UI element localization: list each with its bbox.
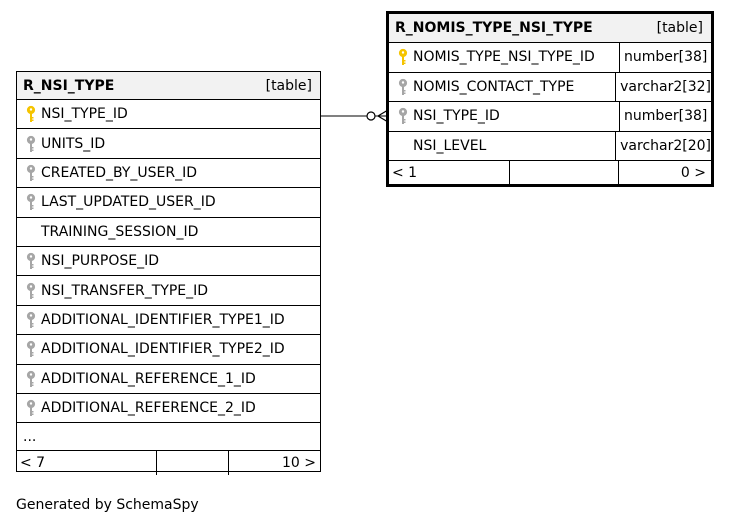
column-name: NSI_LEVEL <box>413 137 487 154</box>
table-footer: < 1 0 > <box>389 161 711 185</box>
column-row[interactable]: NOMIS_CONTACT_TYPE varchar2[32] <box>389 72 711 102</box>
foreign-key-icon <box>21 370 41 388</box>
children-count[interactable]: 0 > <box>618 161 711 185</box>
column-name-cell: NSI_TYPE_ID <box>17 100 320 128</box>
column-row[interactable]: ADDITIONAL_IDENTIFIER_TYPE1_ID <box>17 306 320 336</box>
parents-count[interactable]: < 1 <box>392 165 418 181</box>
column-name-cell: ADDITIONAL_IDENTIFIER_TYPE1_ID <box>17 306 320 334</box>
foreign-key-icon <box>21 164 41 182</box>
column-name-cell: ADDITIONAL_REFERENCE_2_ID <box>17 394 320 422</box>
column-name-cell: UNITS_ID <box>17 129 320 157</box>
column-row[interactable]: NSI_TYPE_ID number[38] <box>389 102 711 132</box>
foreign-key-icon <box>21 311 41 329</box>
column-name: NSI_TYPE_ID <box>41 106 128 123</box>
column-row[interactable]: ADDITIONAL_IDENTIFIER_TYPE2_ID <box>17 335 320 365</box>
column-name: ADDITIONAL_REFERENCE_1_ID <box>41 370 256 387</box>
foreign-key-icon <box>21 135 41 153</box>
column-row[interactable]: ADDITIONAL_REFERENCE_2_ID <box>17 394 320 424</box>
column-name: CREATED_BY_USER_ID <box>41 164 198 181</box>
column-row[interactable]: LAST_UPDATED_USER_ID <box>17 188 320 218</box>
row-count <box>156 451 228 476</box>
column-name: UNITS_ID <box>41 135 106 152</box>
table-r-nsi-type[interactable]: R_NSI_TYPE [table] NSI_TYPE_ID UNITS_ID CR… <box>16 71 321 476</box>
table-header: R_NSI_TYPE [table] <box>17 72 320 100</box>
table-footer: < 7 10 > <box>17 451 320 476</box>
column-name-cell: NOMIS_TYPE_NSI_TYPE_ID <box>389 43 619 72</box>
column-name: ADDITIONAL_IDENTIFIER_TYPE2_ID <box>41 341 285 358</box>
column-name-cell: NSI_TYPE_ID <box>389 102 619 131</box>
foreign-key-icon <box>393 78 413 96</box>
column-row[interactable]: TRAINING_SESSION_ID <box>17 218 320 247</box>
column-type: varchar2[32] <box>615 72 711 101</box>
no-key-slot <box>21 223 41 241</box>
table-name[interactable]: R_NSI_TYPE <box>23 77 115 94</box>
primary-key-icon <box>21 105 41 123</box>
column-name: ADDITIONAL_REFERENCE_2_ID <box>41 400 256 417</box>
column-name: NOMIS_TYPE_NSI_TYPE_ID <box>413 49 595 66</box>
table-header: R_NOMIS_TYPE_NSI_TYPE [table] <box>389 14 711 43</box>
column-type: number[38] <box>619 102 711 131</box>
foreign-key-icon <box>21 340 41 358</box>
column-name-cell: ADDITIONAL_IDENTIFIER_TYPE2_ID <box>17 335 320 363</box>
column-name-cell: ADDITIONAL_REFERENCE_1_ID <box>17 365 320 393</box>
table-kind: [table] <box>265 77 312 94</box>
primary-key-icon <box>393 48 413 66</box>
column-name: NSI_PURPOSE_ID <box>41 253 160 270</box>
column-name: TRAINING_SESSION_ID <box>41 223 199 240</box>
column-row[interactable]: UNITS_ID <box>17 129 320 159</box>
column-name-cell: TRAINING_SESSION_ID <box>17 218 320 246</box>
column-row[interactable]: NSI_PURPOSE_ID <box>17 247 320 277</box>
column-name-cell: LAST_UPDATED_USER_ID <box>17 188 320 216</box>
foreign-key-icon <box>393 107 413 125</box>
column-row[interactable]: ADDITIONAL_REFERENCE_1_ID <box>17 365 320 394</box>
column-row[interactable]: NSI_LEVEL varchar2[20] <box>389 131 711 161</box>
column-row[interactable]: CREATED_BY_USER_ID <box>17 159 320 189</box>
column-name: NSI_TRANSFER_TYPE_ID <box>41 282 209 299</box>
column-name: NOMIS_CONTACT_TYPE <box>413 78 575 95</box>
children-count[interactable]: 10 > <box>228 451 320 476</box>
table-kind: [table] <box>656 20 703 36</box>
column-name-cell: NSI_PURPOSE_ID <box>17 247 320 275</box>
column-name-cell: NSI_TRANSFER_TYPE_ID <box>17 276 320 304</box>
column-name-cell: CREATED_BY_USER_ID <box>17 159 320 187</box>
foreign-key-icon <box>21 193 41 211</box>
column-row[interactable]: NSI_TYPE_ID <box>17 100 320 130</box>
foreign-key-icon <box>21 252 41 270</box>
table-name[interactable]: R_NOMIS_TYPE_NSI_TYPE <box>395 20 593 36</box>
column-name-cell: NOMIS_CONTACT_TYPE <box>389 73 615 102</box>
column-name: LAST_UPDATED_USER_ID <box>41 194 216 211</box>
generator-caption: Generated by SchemaSpy <box>16 497 199 513</box>
column-row[interactable]: NOMIS_TYPE_NSI_TYPE_ID number[38] <box>389 43 711 73</box>
column-name: NSI_TYPE_ID <box>413 108 500 125</box>
column-type: varchar2[20] <box>615 131 711 160</box>
column-name: ADDITIONAL_IDENTIFIER_TYPE1_ID <box>41 311 285 328</box>
row-count <box>509 161 618 185</box>
parents-count[interactable]: < 7 <box>20 455 46 472</box>
column-name-cell: NSI_LEVEL <box>389 132 615 161</box>
foreign-key-icon <box>21 399 41 417</box>
zero-optional-marker <box>366 111 376 121</box>
column-row[interactable]: NSI_TRANSFER_TYPE_ID <box>17 276 320 306</box>
no-key-slot <box>393 137 413 155</box>
column-type: number[38] <box>619 43 711 72</box>
foreign-key-icon <box>21 282 41 300</box>
table-r-nomis-type-nsi-type[interactable]: R_NOMIS_TYPE_NSI_TYPE [table] NOMIS_TYPE… <box>386 11 714 187</box>
more-columns-indicator: ... <box>17 423 320 452</box>
